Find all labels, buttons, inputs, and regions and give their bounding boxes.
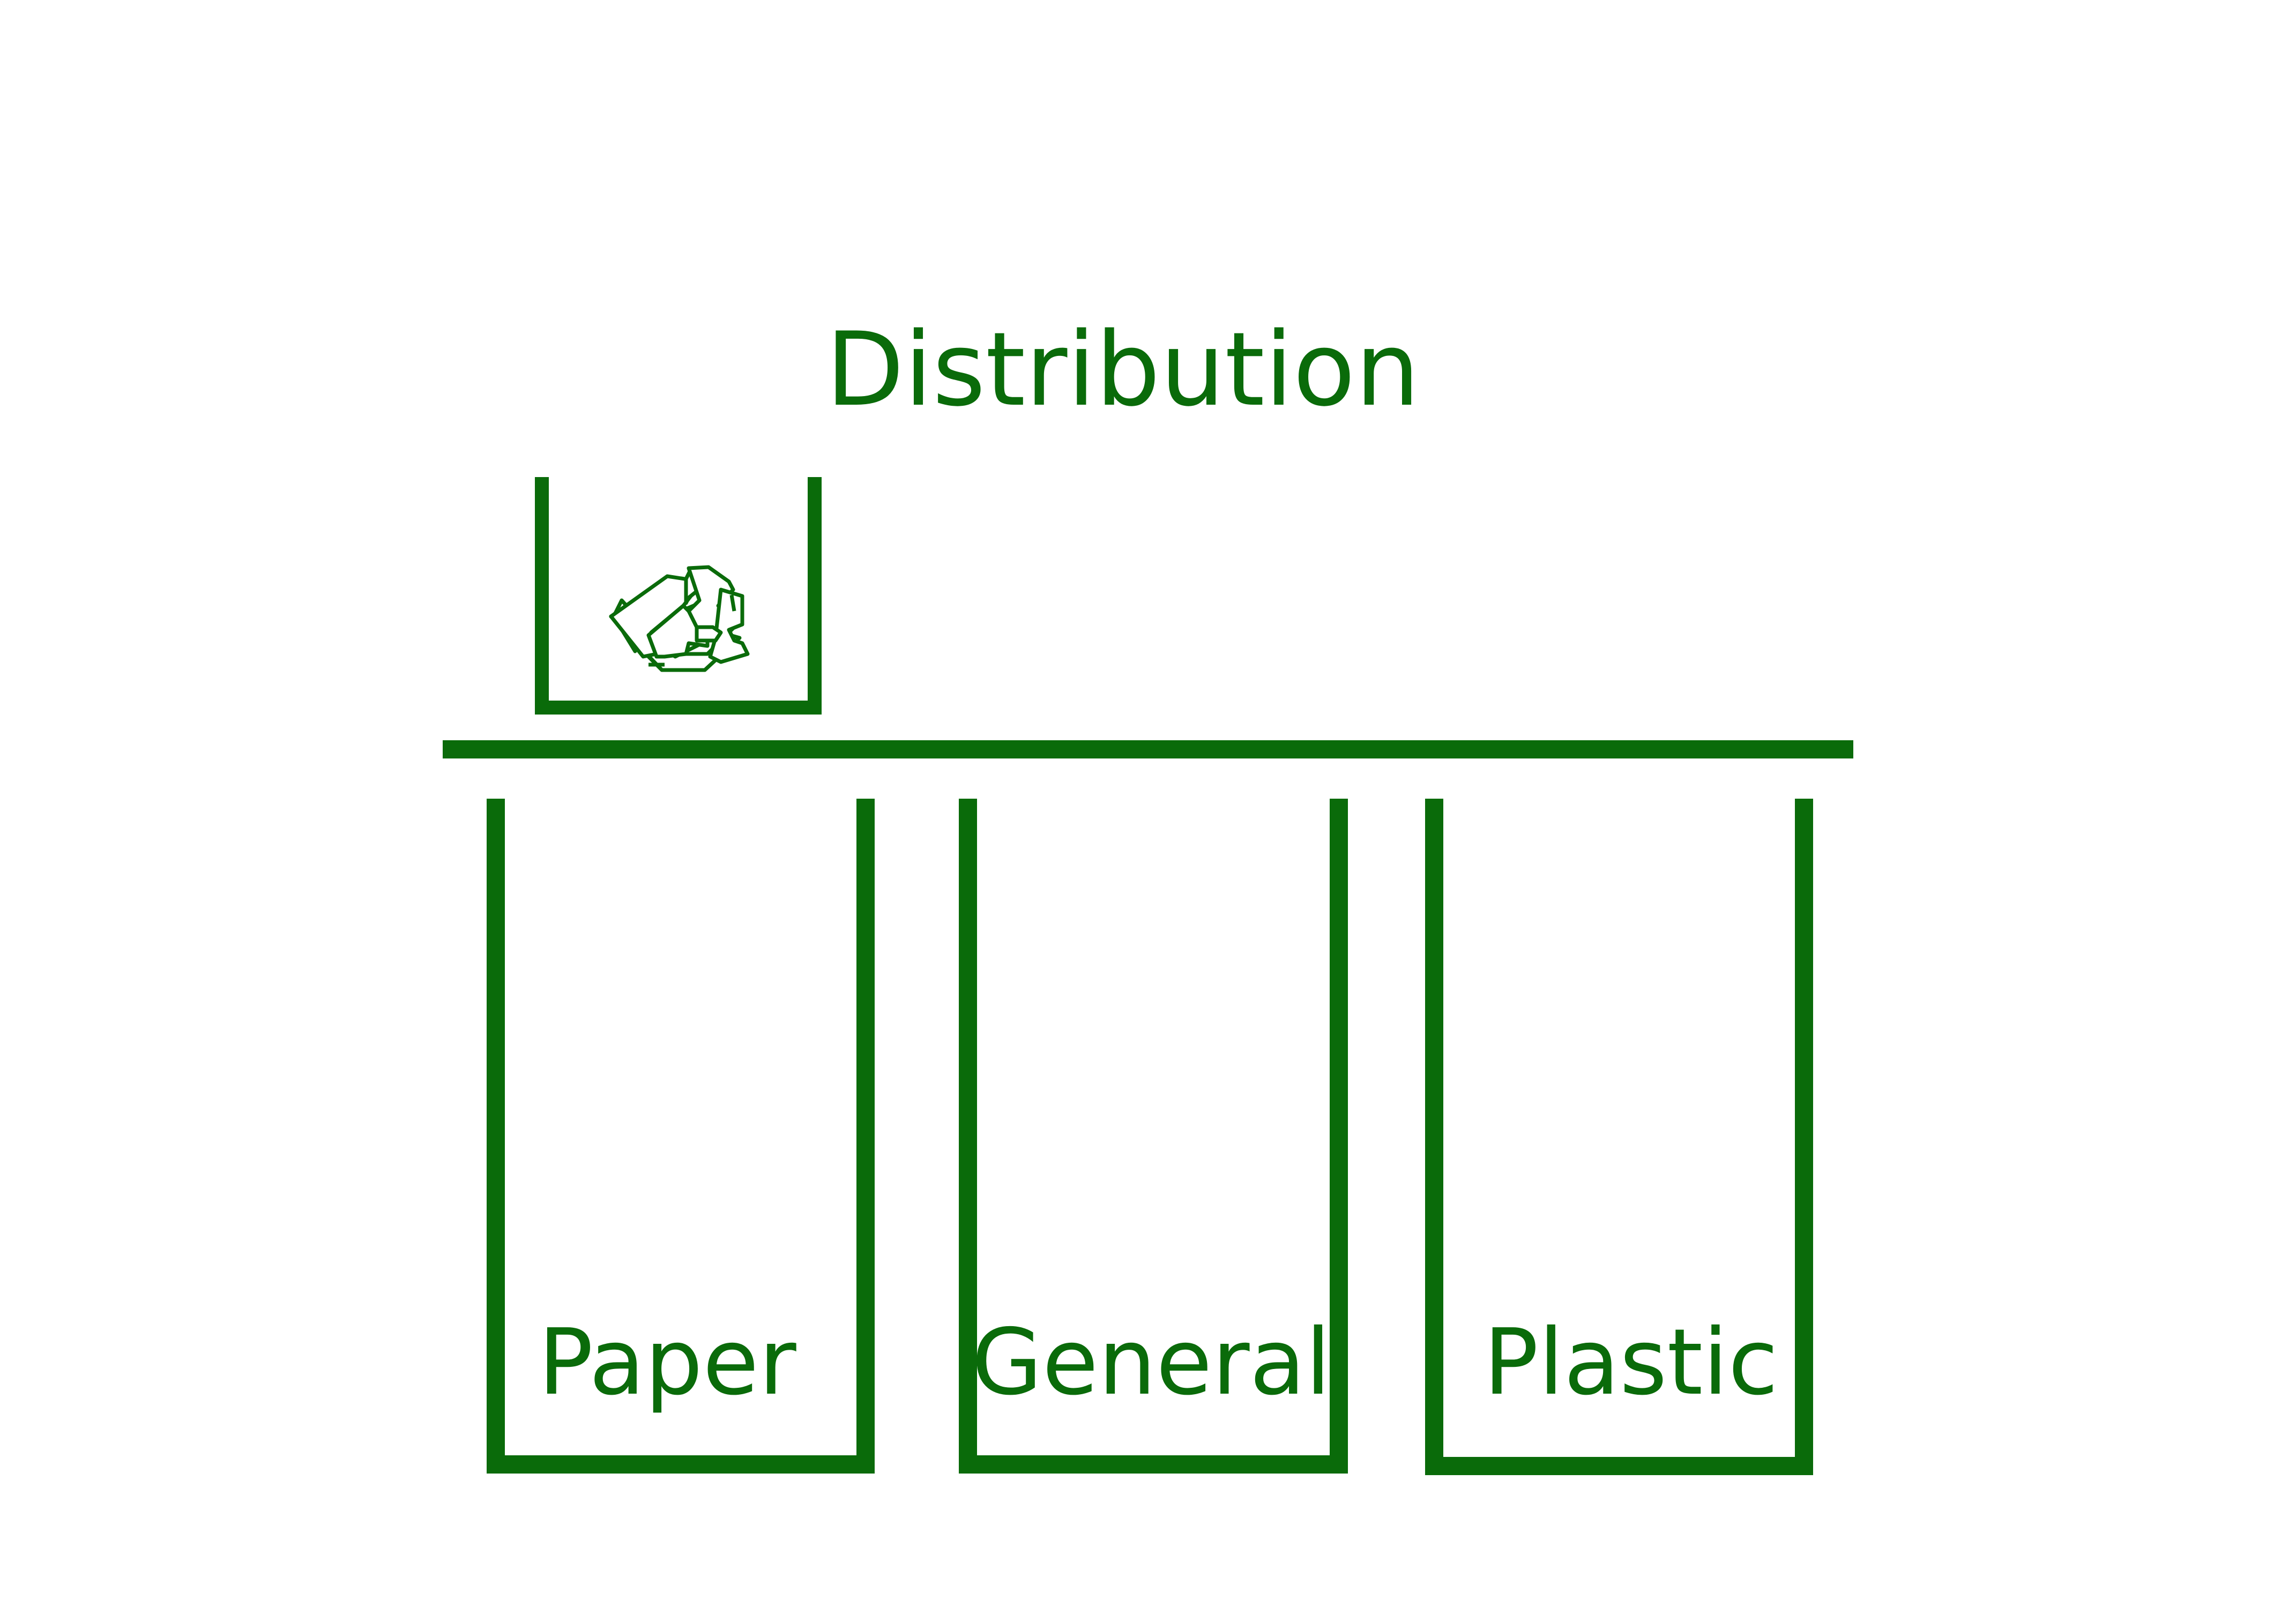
bin-label-plastic: Plastic xyxy=(1484,1310,1778,1416)
bin-label-general: General xyxy=(972,1310,1331,1416)
diagram-title: Distribution xyxy=(826,310,1420,429)
crumpled-paper-icon xyxy=(609,565,750,672)
bin-general: General xyxy=(959,799,1348,1474)
bin-paper: Paper xyxy=(487,799,875,1474)
bin-label-paper: Paper xyxy=(538,1310,796,1416)
input-bin xyxy=(535,477,822,715)
bin-plastic: Plastic xyxy=(1425,799,1813,1475)
